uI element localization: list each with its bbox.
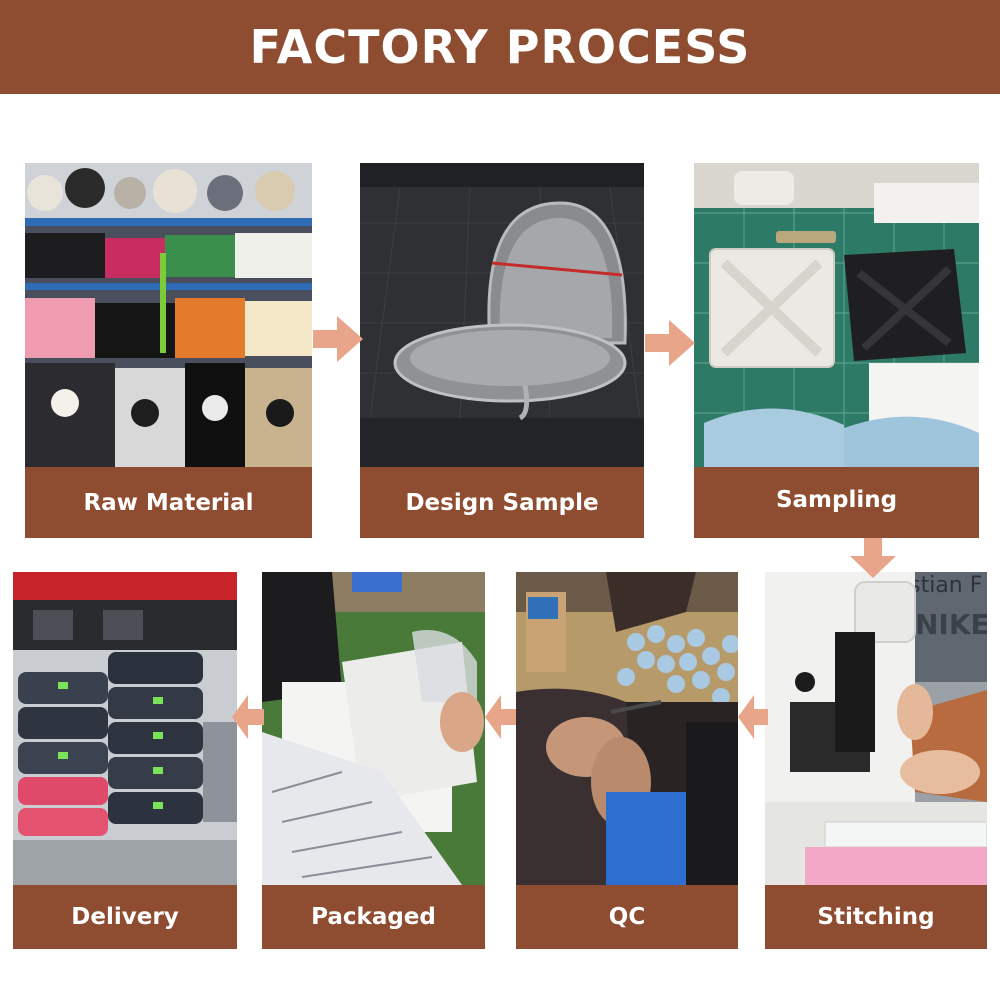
arrow-left-icon [738, 695, 768, 739]
arrow-left-icon [485, 695, 516, 739]
packaged-photo [262, 572, 485, 885]
stitching-photo: istian F NIKE [765, 572, 987, 885]
sampling-photo [694, 163, 979, 467]
header-banner: FACTORY PROCESS [0, 0, 1000, 94]
delivery-photo [13, 572, 237, 885]
design-sample-photo [360, 163, 644, 467]
arrow-right-icon [645, 320, 695, 366]
qc-photo [516, 572, 738, 885]
step-card-packaged: Packaged [262, 572, 485, 949]
arrow-down-icon [850, 538, 896, 578]
delivery-label: Delivery [13, 885, 237, 949]
raw-material-photo [25, 163, 312, 467]
step-card-qc: QC [516, 572, 738, 949]
sampling-label: Sampling [694, 467, 979, 538]
design-sample-label: Design Sample [360, 467, 644, 538]
packaged-label: Packaged [262, 885, 485, 949]
shirt-print-text: istian F [903, 573, 982, 598]
qc-label: QC [516, 885, 738, 949]
raw-material-label: Raw Material [25, 467, 312, 538]
arrow-left-icon [232, 695, 264, 739]
stitching-label: Stitching [765, 885, 987, 949]
step-card-delivery: Delivery [13, 572, 237, 949]
step-card-design-sample: Design Sample [360, 163, 644, 538]
shirt-logo-text: NIKE [915, 608, 987, 641]
arrow-right-icon [313, 316, 363, 362]
step-card-sampling: Sampling [694, 163, 979, 538]
page-title: FACTORY PROCESS [249, 20, 751, 74]
step-card-raw-material: Raw Material [25, 163, 312, 538]
step-card-stitching: istian F NIKE Stitching [765, 572, 987, 949]
